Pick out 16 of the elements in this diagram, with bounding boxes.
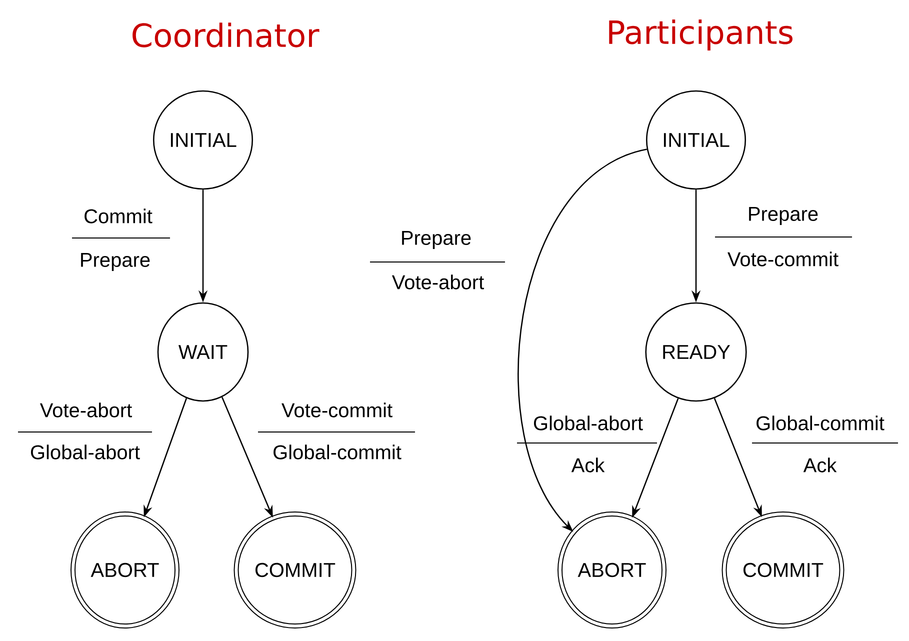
- action-label: Vote-commit: [726, 250, 840, 268]
- heading: Coordinator: [132, 22, 320, 48]
- edge-label: Commit: [82, 208, 154, 224]
- action-label: Global-commit: [272, 444, 402, 460]
- edge-label: Prepare: [399, 230, 473, 250]
- action-label: Vote-abort: [390, 274, 486, 290]
- action-label: Global-abort: [28, 444, 142, 460]
- action-label: Ack: [570, 456, 606, 474]
- heading: Participants: [609, 20, 792, 50]
- action-label: Prepare: [78, 252, 152, 272]
- edge-label: Prepare: [746, 206, 820, 226]
- edge-label: Global-abort: [532, 414, 644, 432]
- action-label: Ack: [802, 456, 838, 474]
- edge-label: Vote-commit: [280, 402, 394, 418]
- edge-label: Vote-abort: [38, 402, 134, 418]
- edge-label: Global-commit: [754, 414, 886, 432]
